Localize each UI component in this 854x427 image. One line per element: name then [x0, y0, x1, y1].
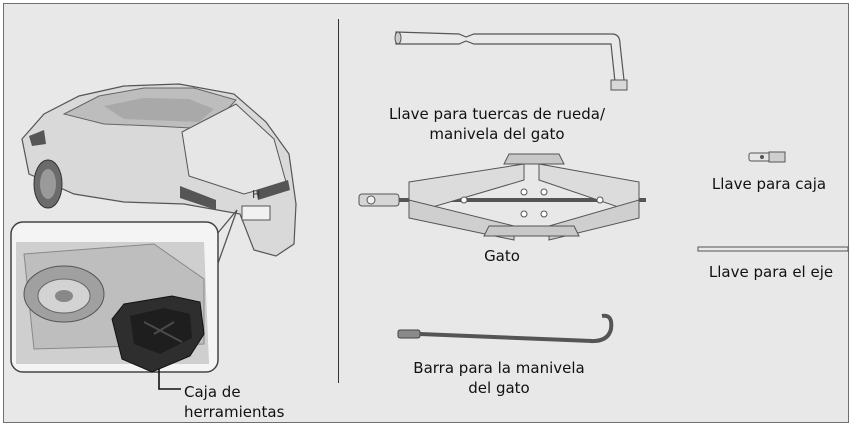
lug-wrench-illustration	[394, 31, 628, 91]
divider-line	[338, 19, 339, 383]
socket-wrench-illustration	[748, 151, 786, 163]
diagram-artwork: H	[10, 31, 849, 390]
lug-wrench-label: Llave para tuercas de rueda/ manivela de…	[362, 104, 632, 144]
car-illustration: H	[21, 83, 297, 257]
lug-wrench-label-line2: manivela del gato	[429, 125, 565, 143]
socket-wrench-label: Llave para caja	[711, 175, 827, 193]
tool-diagram: H	[3, 3, 849, 423]
tool-case-label-line1: Caja de	[184, 383, 241, 401]
axle-wrench-illustration	[697, 246, 849, 252]
jack-handle-bar-label-line2: del gato	[468, 379, 530, 397]
jack-handle-bar-label-line1: Barra para la manivela	[413, 359, 585, 377]
lug-wrench-label-line1: Llave para tuercas de rueda/	[388, 105, 606, 123]
jack-label: Gato	[484, 247, 520, 265]
jack-handle-bar-illustration	[397, 313, 614, 344]
tool-case-leader	[158, 369, 181, 390]
tool-case-label: Caja de herramientas	[184, 382, 284, 422]
car-emblem: H	[252, 188, 260, 201]
jack-handle-bar-label: Barra para la manivela del gato	[384, 358, 614, 398]
jack-illustration	[358, 153, 646, 241]
trunk-inset	[10, 221, 219, 373]
axle-wrench-label: Llave para el eje	[708, 263, 834, 281]
tool-case-label-line2: herramientas	[184, 403, 285, 421]
callout-pointer	[216, 209, 238, 267]
